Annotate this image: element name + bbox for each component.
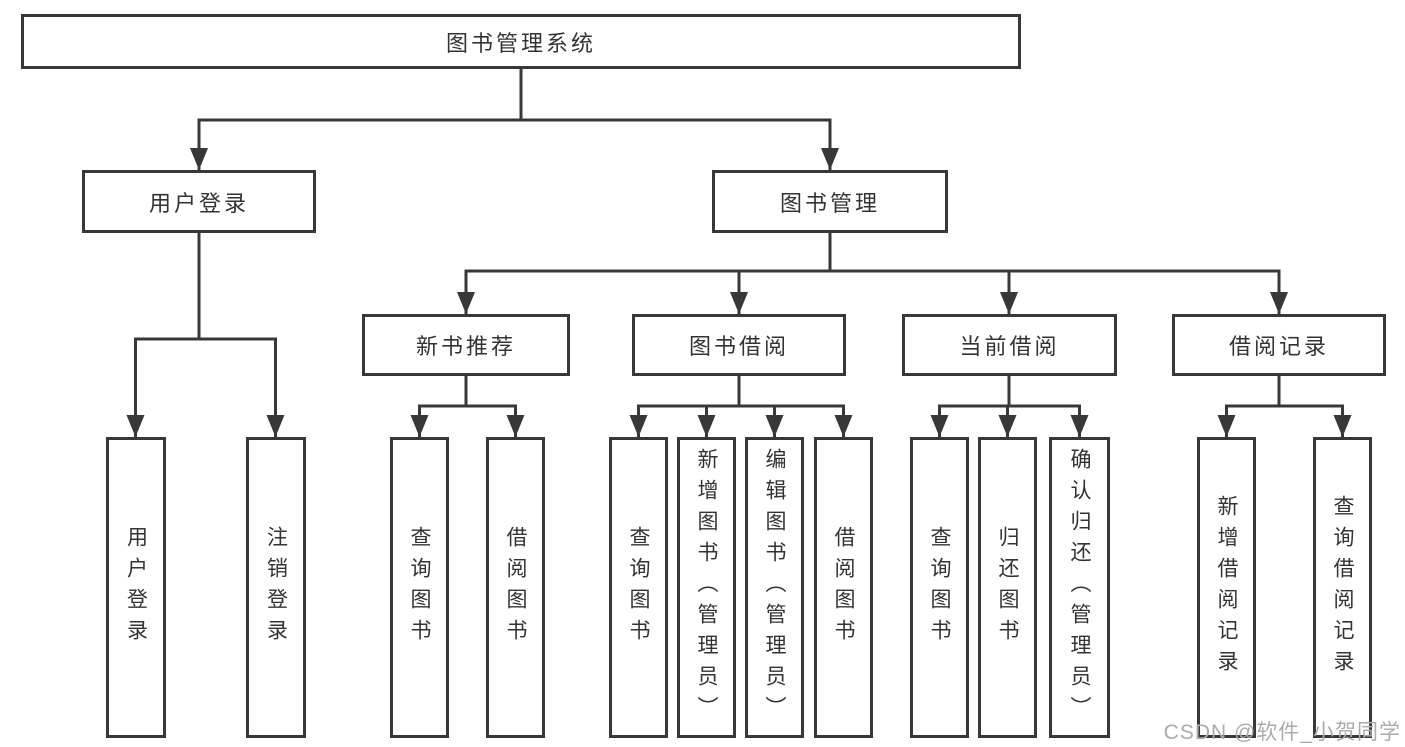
leaf-borrow-books-2: 借阅图书 [814, 437, 873, 738]
node-book-management: 图书管理 [712, 170, 948, 233]
node-new-book-recommend: 新书推荐 [362, 314, 570, 376]
leaf-return-books: 归还图书 [978, 437, 1037, 738]
leaf-logout: 注销登录 [246, 437, 306, 738]
leaf-confirm-return-admin: 确认归还（管理员） [1049, 437, 1110, 738]
node-root: 图书管理系统 [21, 14, 1021, 69]
leaf-query-borrow-record: 查询借阅记录 [1313, 437, 1372, 738]
node-borrow-records: 借阅记录 [1172, 314, 1386, 376]
leaf-user-login: 用户登录 [106, 437, 166, 738]
leaf-query-books-1: 查询图书 [390, 437, 449, 738]
watermark: CSDN @软件_小贺同学 [1163, 721, 1401, 744]
node-current-borrow: 当前借阅 [902, 314, 1117, 376]
leaf-edit-book-admin: 编辑图书（管理员） [745, 437, 804, 738]
leaf-borrow-books-1: 借阅图书 [486, 437, 545, 738]
leaf-query-books-3: 查询图书 [910, 437, 969, 738]
leaf-add-borrow-record: 新增借阅记录 [1197, 437, 1256, 738]
node-book-borrow: 图书借阅 [632, 314, 846, 376]
node-user-login: 用户登录 [82, 170, 316, 233]
leaf-add-book-admin: 新增图书（管理员） [677, 437, 736, 738]
leaf-query-books-2: 查询图书 [609, 437, 668, 738]
